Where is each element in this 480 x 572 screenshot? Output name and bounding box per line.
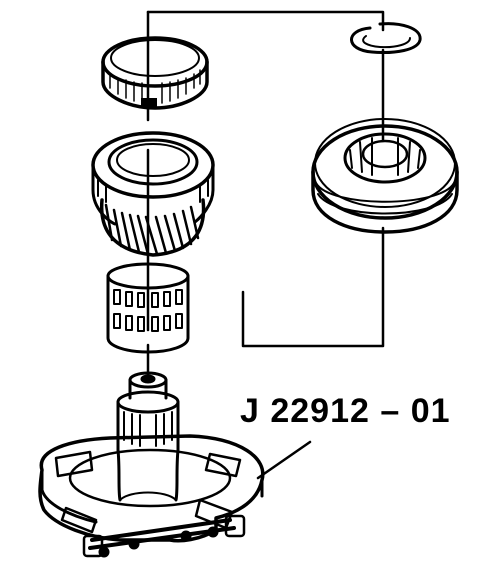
assembly-leader-lines [146, 10, 385, 380]
press-plate-tool [38, 434, 265, 558]
needle-bearing [106, 262, 190, 354]
tool-callout-label: J 22912 – 01 [240, 392, 451, 430]
callout-leader [256, 440, 312, 480]
snap-ring [350, 22, 422, 54]
mainshaft [116, 371, 180, 502]
synchronizer-assembly [311, 118, 459, 234]
helical-gear [91, 131, 215, 257]
blocking-ring [101, 36, 209, 110]
